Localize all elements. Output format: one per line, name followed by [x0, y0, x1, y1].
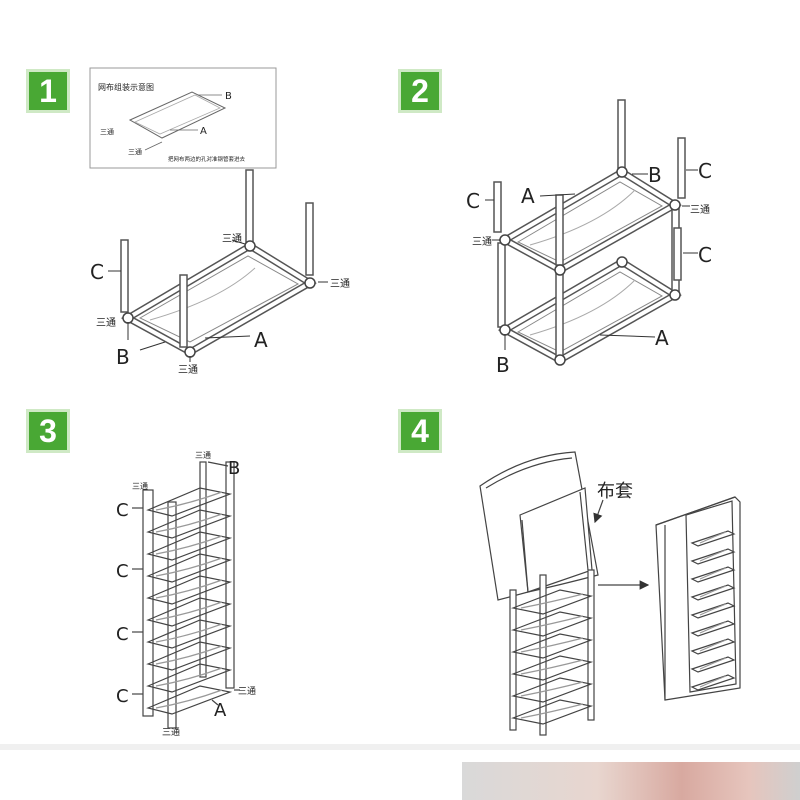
- step3-label-c-3: C: [116, 624, 129, 645]
- step4-shelf-mesh: [520, 681, 584, 697]
- inset-label-a: A: [200, 126, 207, 137]
- step4-shelf: [510, 677, 594, 703]
- step3-shelf: [146, 641, 233, 671]
- step3-shelf: [146, 553, 233, 583]
- step2-label-c-top: C: [698, 159, 712, 183]
- step3-shelf: [146, 597, 233, 627]
- step3-label-tee-top: 三通: [195, 450, 211, 460]
- step3-label-c-1: C: [116, 500, 129, 521]
- step3-label-b: B: [228, 458, 240, 479]
- step-1-badge: 1: [26, 69, 70, 113]
- step-4-diagram: [479, 451, 741, 736]
- step4-shelf-mesh: [520, 703, 584, 719]
- step4-shelf-mesh: [520, 659, 584, 675]
- step3-shelf: [146, 575, 233, 605]
- step4-shelf-mesh: [520, 615, 584, 631]
- step1-label-tee-left: 三通: [96, 317, 116, 329]
- step3-label-c-4: C: [116, 686, 129, 707]
- step3-shelf: [146, 619, 233, 649]
- step3-shelf-mesh: [155, 535, 223, 555]
- step3-shelf-mesh: [155, 601, 223, 621]
- inset-title: 网布组装示意图: [98, 82, 154, 92]
- step3-shelf-mesh: [155, 579, 223, 599]
- step4-label-cover: 布套: [597, 481, 633, 502]
- covered-rack-shelf-mesh: [699, 585, 727, 598]
- step3-shelf-mesh: [155, 491, 223, 511]
- step3-shelf-mesh: [155, 689, 223, 709]
- covered-rack-shelf: [690, 548, 736, 565]
- step1-label-c: C: [90, 260, 104, 284]
- step3-shelf: [146, 685, 233, 715]
- inset-label-tee-2: 三通: [128, 147, 142, 156]
- step1-label-tee-top: 三通: [222, 233, 242, 245]
- step3-shelf-mesh: [155, 513, 223, 533]
- step2-label-a-top: A: [521, 184, 535, 208]
- step-2-diagram: C A B C C A B 三通 三通: [466, 99, 712, 377]
- step1-label-a: A: [254, 328, 268, 352]
- step3-shelf: [146, 509, 233, 539]
- step3-label-tee-right: 三通: [238, 686, 256, 697]
- covered-rack-shelf-mesh: [699, 621, 727, 634]
- step3-label-c-2: C: [116, 561, 129, 582]
- step3-shelf: [146, 531, 233, 561]
- product-photo-strip: [462, 762, 800, 800]
- step1-label-b: B: [116, 345, 130, 369]
- step2-label-tee-left: 三通: [472, 236, 492, 248]
- step3-label-tee-left: 三通: [132, 481, 148, 491]
- inset-label-tee-1: 三通: [100, 127, 114, 136]
- covered-rack-shelf: [690, 674, 736, 691]
- covered-rack-shelf-mesh: [699, 603, 727, 616]
- step4-shelf-mesh: [520, 593, 584, 609]
- step3-shelf-mesh: [155, 623, 223, 643]
- covered-rack-shelf: [690, 656, 736, 673]
- step2-label-a-bottom: A: [655, 326, 669, 350]
- step2-label-c-left: C: [466, 189, 480, 213]
- step4-shelf: [510, 633, 594, 659]
- step-1-diagram: 网布组装示意图 B A 三通 三通 把网布两边的孔对准钢管套进去: [89, 67, 350, 376]
- covered-rack-shelf: [690, 602, 736, 619]
- step3-label-a: A: [214, 700, 227, 721]
- step1-label-tee-right: 三通: [330, 278, 350, 290]
- inset-label-b: B: [225, 91, 232, 102]
- step2-label-b-top: B: [648, 163, 662, 187]
- step3-shelf-mesh: [155, 667, 223, 687]
- step-2-badge: 2: [398, 69, 442, 113]
- step4-shelf: [510, 611, 594, 637]
- step1-label-tee-bottom: 三通: [178, 364, 198, 376]
- step3-shelf-mesh: [155, 557, 223, 577]
- step-3-diagram: [132, 461, 240, 729]
- covered-rack-shelf-mesh: [699, 531, 727, 544]
- step4-shelf: [510, 655, 594, 681]
- covered-rack-shelf-mesh: [699, 657, 727, 670]
- mesh-assembly-inset: 网布组装示意图 B A 三通 三通 把网布两边的孔对准钢管套进去: [89, 67, 277, 169]
- step3-shelf-mesh: [155, 645, 223, 665]
- covered-rack-shelf-mesh: [699, 675, 727, 688]
- covered-rack-shelf: [690, 638, 736, 655]
- covered-rack-shelf: [690, 620, 736, 637]
- step2-label-b-bottom: B: [496, 353, 510, 377]
- covered-rack-shelf: [690, 530, 736, 547]
- step3-shelf: [146, 487, 233, 517]
- step3-shelf: [146, 663, 233, 693]
- step4-shelf: [510, 699, 594, 725]
- covered-rack-shelf: [690, 584, 736, 601]
- step4-shelf: [510, 589, 594, 615]
- step4-shelf-mesh: [520, 637, 584, 653]
- step3-label-tee-bottom: 三通: [162, 727, 180, 738]
- covered-rack-shelf-mesh: [699, 639, 727, 652]
- step-3-badge: 3: [26, 409, 70, 453]
- section-divider: [0, 744, 800, 750]
- inset-note: 把网布两边的孔对准钢管套进去: [168, 155, 246, 163]
- step-4-badge: 4: [398, 409, 442, 453]
- step2-label-tee-right: 三通: [690, 204, 710, 216]
- step2-label-c-mid: C: [698, 243, 712, 267]
- covered-rack-shelf-mesh: [699, 567, 727, 580]
- covered-rack-shelf-mesh: [699, 549, 727, 562]
- covered-rack-shelf: [690, 566, 736, 583]
